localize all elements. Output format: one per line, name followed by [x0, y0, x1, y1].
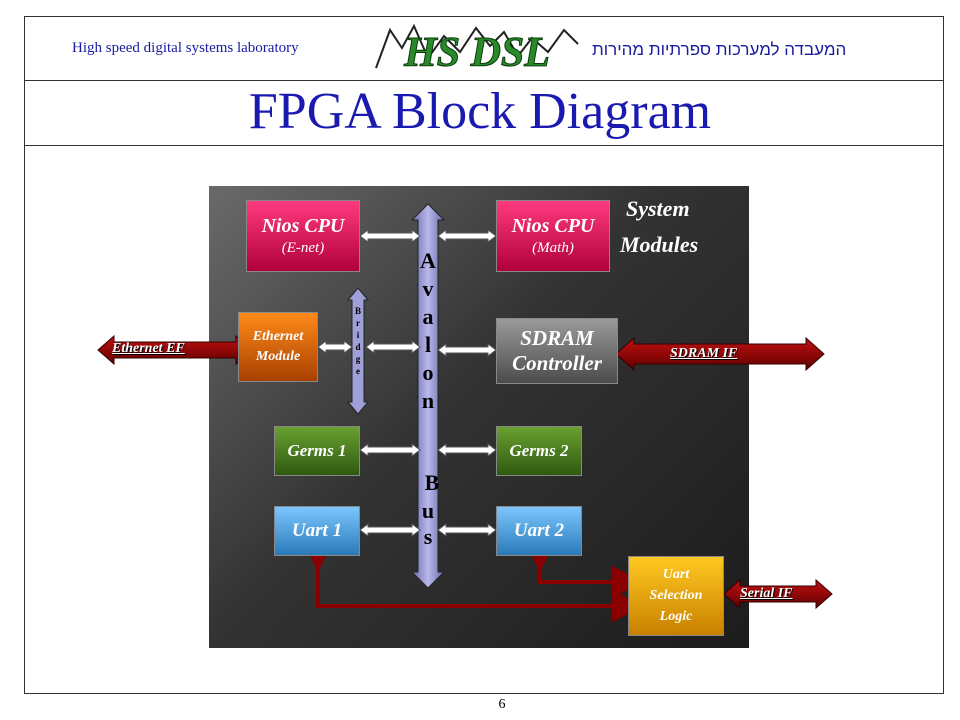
- page-title: FPGA Block Diagram: [248, 83, 712, 140]
- bus-letter-a: A: [420, 248, 436, 273]
- header-divider: [24, 80, 944, 81]
- bridge-arrow: [346, 287, 370, 415]
- bridge-letter-e: e: [356, 366, 360, 376]
- lab-name-hebrew: המעבדה למערכות ספרתיות מהירות: [592, 40, 847, 59]
- nios-cpu-enet-block: Nios CPU (E-net): [246, 200, 360, 272]
- germs1-label: Germs 1: [287, 441, 347, 460]
- bus-letter-o: o: [422, 360, 434, 385]
- system-modules-line1: System: [626, 196, 690, 221]
- connector-sdram: [437, 343, 497, 357]
- uart1-selection-line: [302, 540, 644, 622]
- usel-line1: Uart: [662, 567, 690, 582]
- system-modules-line2: Modules: [620, 232, 699, 257]
- bus-letter-l: l: [424, 332, 432, 357]
- bus-letter-b: B: [424, 470, 440, 495]
- page-number: 6: [498, 697, 506, 712]
- uart2-label: Uart 2: [513, 520, 565, 541]
- bridge-letter-d: d: [355, 342, 361, 352]
- serial-if-label: Serial IF: [740, 586, 793, 601]
- bus-letter-n: n: [421, 388, 435, 413]
- sdram-if-label: SDRAM IF: [670, 346, 738, 361]
- svg-text:HS DSL: HS DSL: [403, 30, 550, 76]
- uart-selection-logic-block: Uart Selection Logic: [628, 556, 724, 636]
- bus-letter-a2: a: [422, 304, 434, 329]
- connector-germs2: [437, 443, 497, 457]
- slide-frame: [24, 16, 944, 694]
- bridge-letter-r: r: [356, 318, 360, 328]
- hs-dsl-logo: HS DSL: [375, 23, 579, 77]
- bus-letter-v: v: [422, 276, 434, 301]
- connector-uart2: [437, 523, 497, 537]
- serial-if-arrow: [723, 578, 833, 610]
- uart1-label: Uart 1: [291, 520, 343, 541]
- connector-bridge-bus: [365, 340, 421, 354]
- germs1-block: Germs 1: [274, 426, 360, 476]
- germs2-label: Germs 2: [509, 441, 569, 460]
- sdram-line2: Controller: [512, 351, 602, 375]
- nios1-name: Nios CPU: [261, 215, 345, 237]
- connector-uart1: [359, 523, 421, 537]
- bus-letter-s: s: [423, 524, 433, 549]
- ethernet-if-label: Ethernet EF: [112, 341, 185, 356]
- nios-cpu-math-block: Nios CPU (Math): [496, 200, 610, 272]
- connector-nios2: [437, 229, 497, 243]
- uart2-selection-line: [524, 540, 644, 598]
- title-divider: [24, 145, 944, 146]
- sdram-line1: SDRAM: [520, 326, 594, 350]
- usel-line2: Selection: [649, 588, 703, 603]
- ethernet-line1: Ethernet: [252, 329, 304, 344]
- nios2-name: Nios CPU: [511, 215, 595, 237]
- nios2-sub: (Math): [532, 240, 574, 256]
- bridge-letter-i: i: [356, 330, 360, 340]
- connector-ethernet: [317, 340, 353, 354]
- sdram-controller-block: SDRAM Controller: [496, 318, 618, 384]
- bus-letter-u: u: [421, 498, 435, 523]
- sdram-if-arrow: [615, 336, 825, 372]
- nios1-sub: (E-net): [281, 240, 325, 256]
- usel-line3: Logic: [659, 609, 693, 624]
- lab-name-english: High speed digital systems laboratory: [72, 40, 299, 56]
- germs2-block: Germs 2: [496, 426, 582, 476]
- bridge-letter-b: B: [354, 306, 361, 316]
- uart1-block: Uart 1: [274, 506, 360, 556]
- connector-nios1: [359, 229, 421, 243]
- connector-germs1: [359, 443, 421, 457]
- uart2-block: Uart 2: [496, 506, 582, 556]
- ethernet-module-block: Ethernet Module: [238, 312, 318, 382]
- bridge-label: B r i d g e: [351, 305, 365, 377]
- bridge-letter-g: g: [355, 354, 361, 364]
- ethernet-line2: Module: [255, 349, 301, 364]
